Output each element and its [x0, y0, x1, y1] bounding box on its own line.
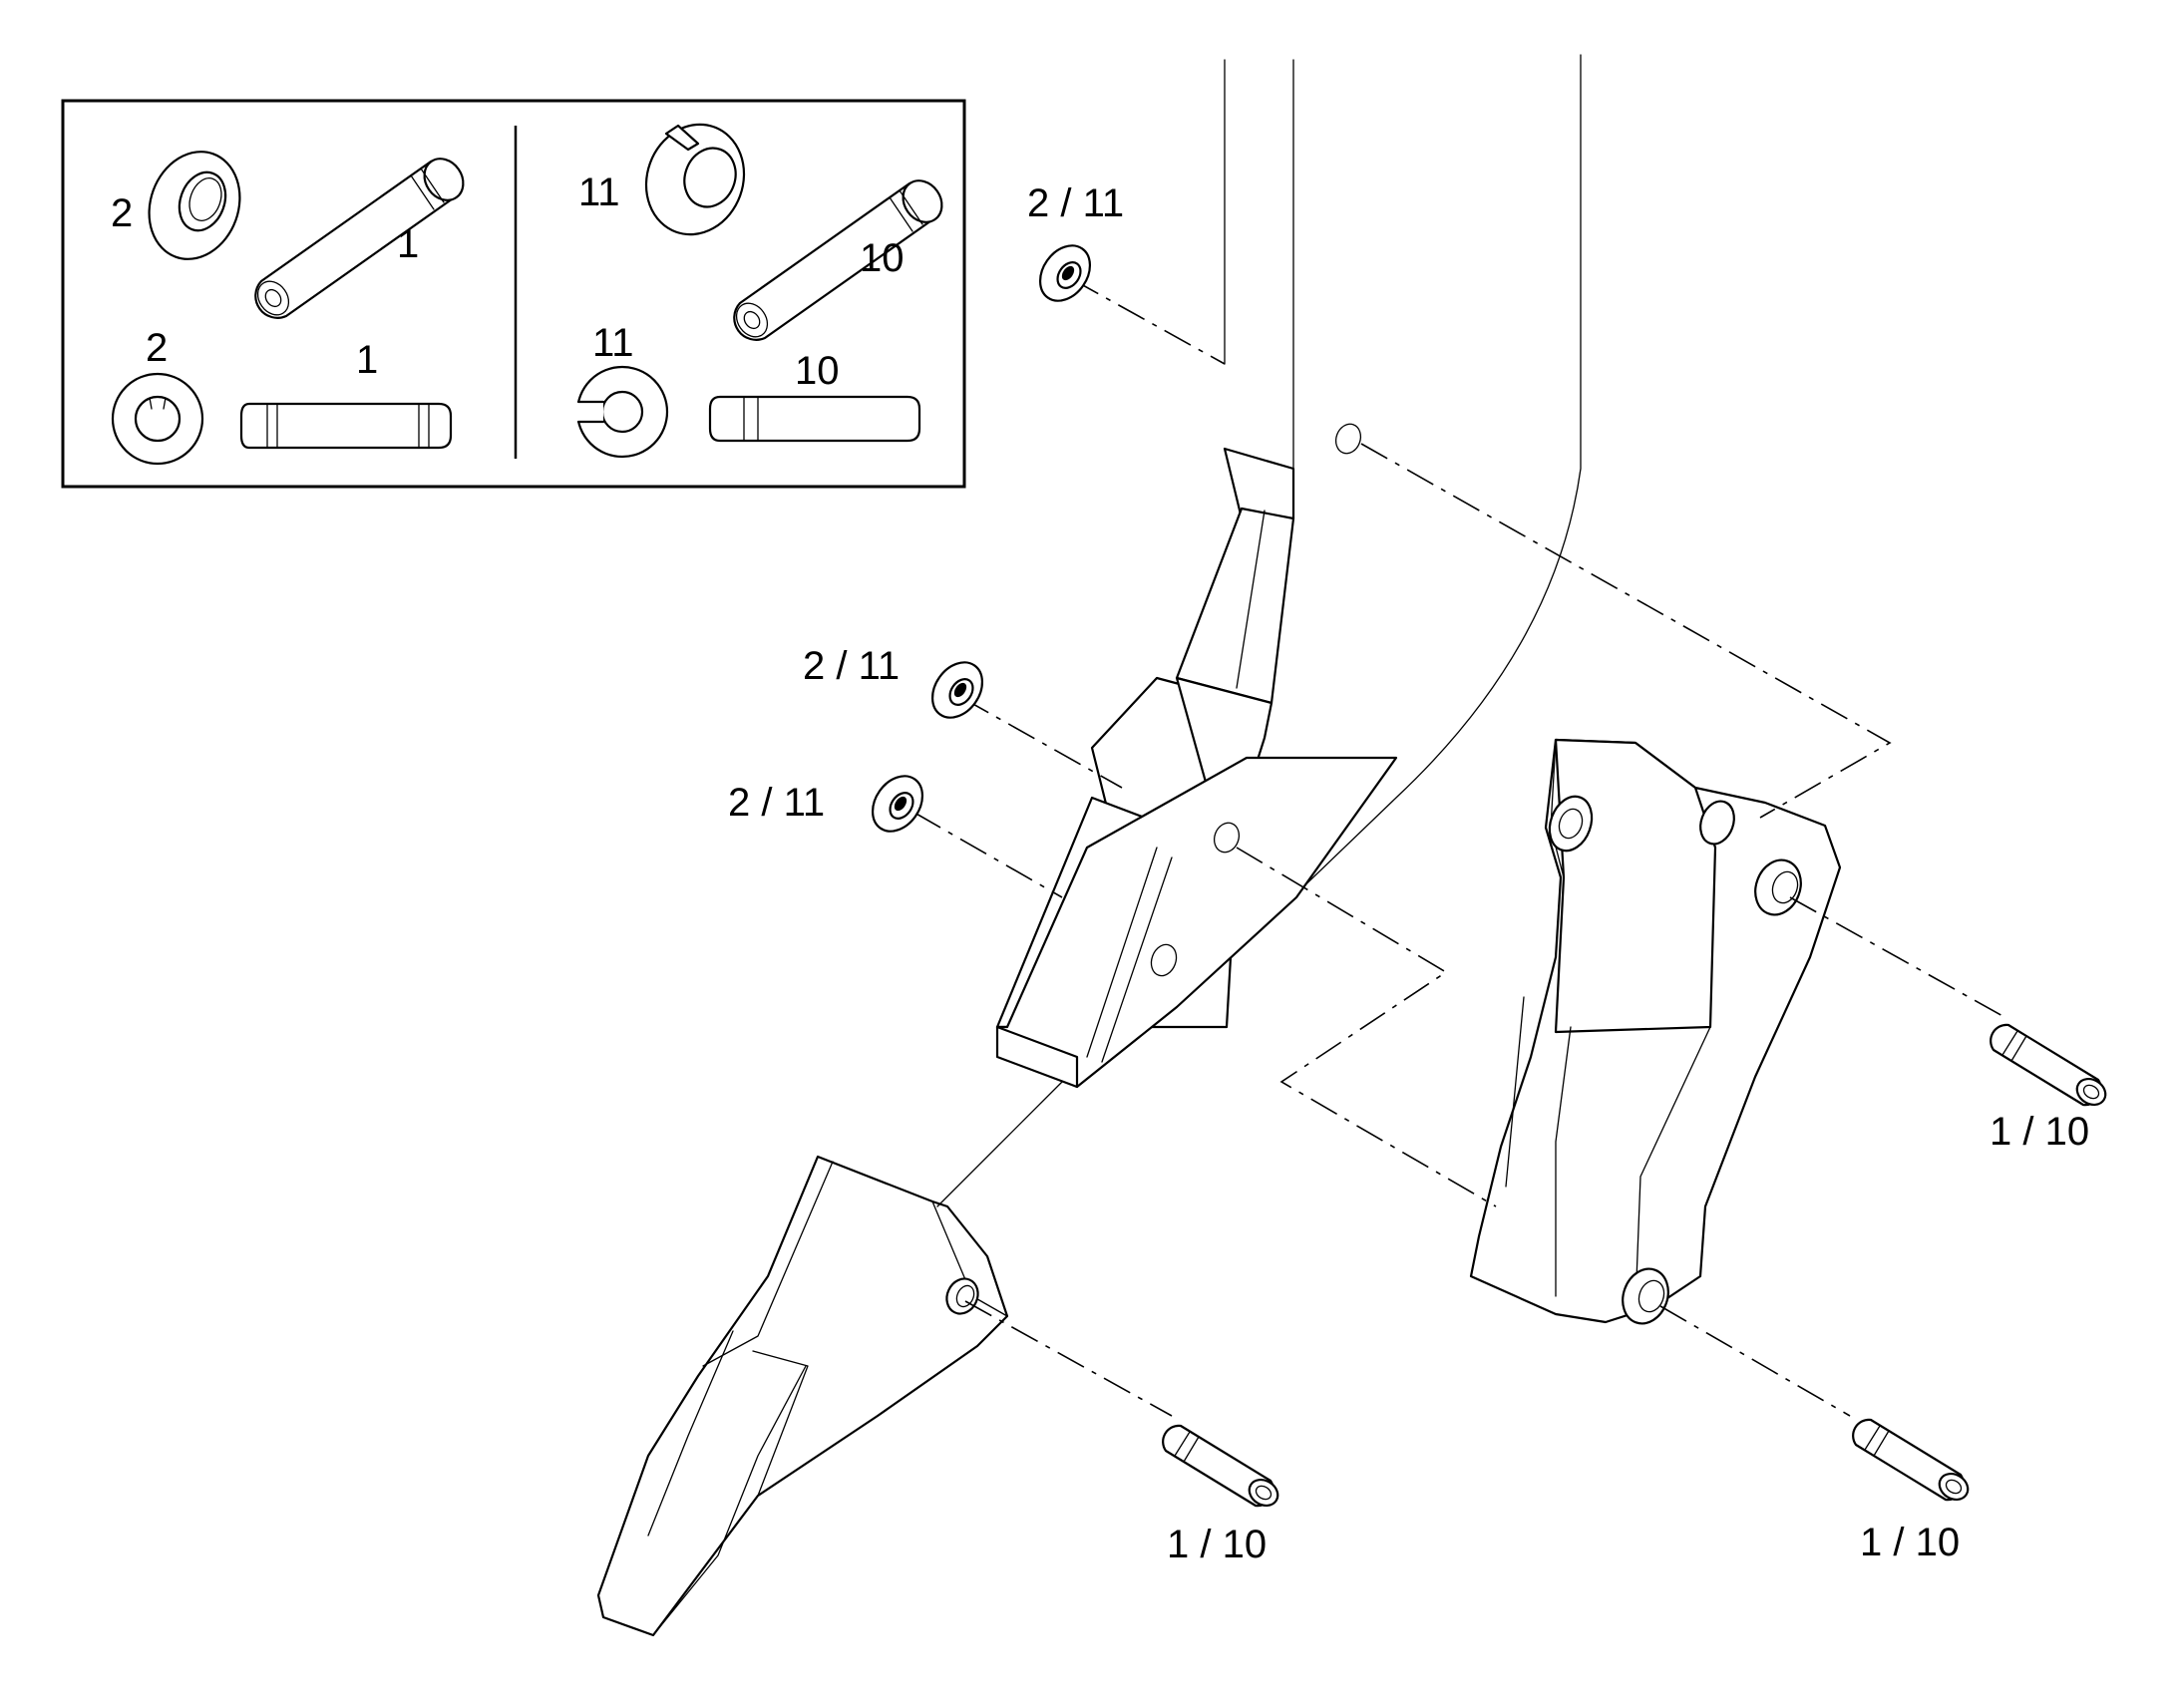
bucket-outline — [1176, 54, 1582, 1008]
inset-label-10-iso: 10 — [860, 236, 905, 280]
inset-label-1-side: 1 — [356, 338, 378, 382]
inset-label-1-iso: 1 — [397, 222, 419, 266]
callout-washer-mid-upper: 2 / 11 — [803, 644, 900, 688]
inset-parts-box: 2 1 2 1 11 — [61, 99, 966, 489]
washer-side-icon — [111, 372, 204, 466]
washer-mid-upper — [920, 651, 994, 729]
split-washer-icon — [644, 123, 746, 236]
pin-right-lower — [1852, 1418, 1975, 1507]
pin-right-upper — [1990, 1023, 2112, 1112]
callout-pin-right-lower: 1 / 10 — [1860, 1521, 1960, 1564]
inset-label-11-side: 11 — [592, 321, 634, 365]
washer-top — [1028, 234, 1102, 312]
split-washer-side-icon — [573, 365, 669, 459]
callout-pin-right-upper: 1 / 10 — [1990, 1110, 2089, 1154]
callout-pin-tooth: 1 / 10 — [1167, 1523, 1267, 1566]
inset-label-2-side: 2 — [146, 326, 168, 370]
pin-10-side-icon — [708, 395, 921, 443]
pin-side-icon — [239, 402, 453, 450]
tooth-adapter-icon — [995, 447, 1398, 1089]
inset-label-10-side: 10 — [795, 349, 840, 393]
inset-label-2-iso: 2 — [111, 191, 133, 235]
callout-washer-mid-lower: 2 / 11 — [728, 781, 825, 825]
washer-icon — [148, 151, 241, 260]
pin-icon — [250, 150, 473, 322]
pin-10-icon — [729, 171, 951, 344]
bucket-tooth-icon — [596, 1155, 1009, 1637]
washer-mid-lower — [861, 765, 934, 843]
pin-tooth — [1162, 1424, 1284, 1513]
assembly-lines — [913, 278, 2005, 1417]
side-cutter-icon — [1469, 738, 1842, 1325]
callout-washer-top: 2 / 11 — [1027, 181, 1124, 225]
inset-label-11-iso: 11 — [578, 171, 620, 214]
